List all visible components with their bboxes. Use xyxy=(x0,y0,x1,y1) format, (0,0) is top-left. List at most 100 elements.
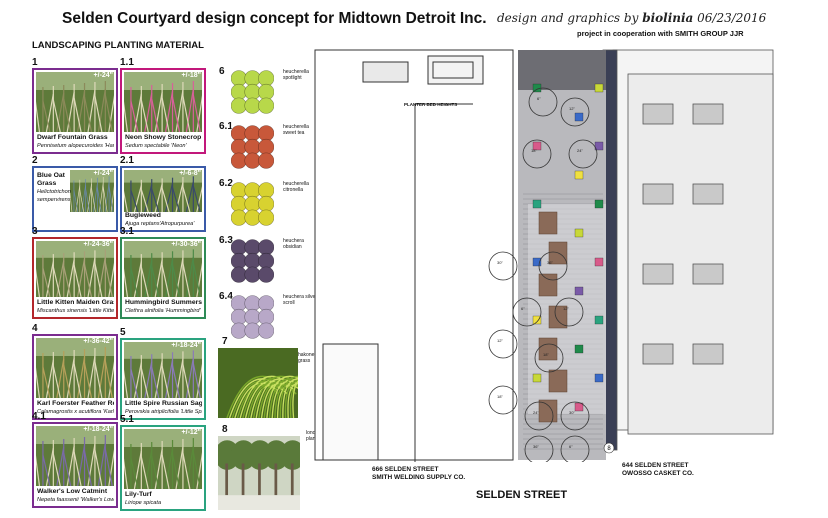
plant-number: 3 xyxy=(32,226,38,237)
plant-marker xyxy=(594,315,604,325)
plant-height: +/-18-24" xyxy=(171,342,201,349)
plant-number: 2 xyxy=(32,155,38,166)
plant-photo xyxy=(36,426,114,486)
page-title: Selden Courtyard design concept for Midt… xyxy=(62,10,487,27)
circle-height-label: 12" xyxy=(569,106,575,111)
heuchera-label: heuchera silver scroll xyxy=(283,294,317,306)
right-building xyxy=(602,49,774,451)
heuchera-label: heuchera obsidian xyxy=(283,238,304,250)
plant-marker xyxy=(532,315,542,325)
heuchera-photo xyxy=(231,239,274,283)
heuchera-number: 6 xyxy=(219,66,225,77)
planting-circle xyxy=(560,97,590,127)
heuchera-number: 6.2 xyxy=(219,178,233,189)
plant-height: +/-6-8" xyxy=(179,170,201,177)
planting-circle xyxy=(568,139,598,169)
heuchera-label: heucherella citronella xyxy=(283,181,309,193)
circle-height-label: 24" xyxy=(533,410,539,415)
address-left-company: SMITH WELDING SUPPLY CO. xyxy=(372,474,466,481)
plant-photo xyxy=(124,429,202,489)
plant-photo xyxy=(36,72,114,132)
plant-height: +/-24" xyxy=(93,170,113,177)
planting-circle xyxy=(560,435,590,462)
planter xyxy=(538,399,558,423)
circle-height-label: 18" xyxy=(543,352,549,357)
heuchera-label: heucherella spotlight xyxy=(283,69,309,81)
plant-photo xyxy=(124,241,202,297)
plant-number: 5.1 xyxy=(120,414,134,425)
heuchera-number: 6.3 xyxy=(219,235,233,246)
planting-circle xyxy=(538,251,568,281)
circle-height-label: 30" xyxy=(497,260,503,265)
plant-number: 3.1 xyxy=(120,226,134,237)
extra-number: 8 xyxy=(222,424,228,435)
plant-height: +/-24-36" xyxy=(83,241,113,248)
plant-height: +/-18" xyxy=(181,72,201,79)
planting-circle xyxy=(534,343,564,373)
planting-circle xyxy=(488,329,518,359)
planter-bed-label: PLANTER BED HEIGHTS xyxy=(404,102,458,107)
street-name: SELDEN STREET xyxy=(476,489,568,501)
plant-common-name: Lily-Turf xyxy=(125,491,152,498)
plant-species: Perovskia atriplicifolia 'Little Spire' xyxy=(125,409,202,415)
plant-card: +/-36-42"Karl Foerster Feather Reed Gras… xyxy=(32,334,118,420)
plant-photo xyxy=(124,342,202,398)
heuchera-label: heucherella sweet tea xyxy=(283,124,309,136)
plant-number: 1.1 xyxy=(120,57,134,68)
circle-height-label: 6" xyxy=(569,444,573,449)
heuchera-number: 6.4 xyxy=(219,291,233,302)
circle-height-label: 36" xyxy=(533,444,539,449)
plant-common-name: Little Spire Russian Sage xyxy=(125,400,202,407)
planting-circle xyxy=(488,251,518,281)
circle-height-label: 18" xyxy=(497,394,503,399)
plant-common-name: Neon Showy Stonecrop xyxy=(125,134,202,141)
circle-height-label: 18" xyxy=(531,148,537,153)
heuchera-number: 6.1 xyxy=(219,121,233,132)
plant-marker xyxy=(574,112,584,122)
extra-number: 7 xyxy=(222,336,228,347)
plant-number: 4 xyxy=(32,323,38,334)
planter xyxy=(548,369,568,393)
plant-species: Helictotrichon sempervirens xyxy=(37,189,71,203)
plant-species: Pennisetum alopecuroides 'Hameln' xyxy=(37,143,114,149)
credit-prefix: design and graphics by xyxy=(497,11,639,25)
plan-marker-number: 8 xyxy=(607,446,611,452)
section-title: LANDSCAPING PLANTING MATERIAL xyxy=(32,40,204,51)
address-right-company: OWOSSO CASKET CO. xyxy=(622,470,694,477)
plant-photo xyxy=(36,241,114,297)
circle-height-label: 12" xyxy=(563,306,569,311)
plant-marker xyxy=(594,257,604,267)
heuchera-photo xyxy=(231,182,274,226)
planting-circle xyxy=(554,297,584,327)
plant-species: Calamagrostis x acutiflora 'Karl Foerste… xyxy=(37,409,114,415)
plant-height: +/-12" xyxy=(181,429,201,436)
plant-height: +/-24" xyxy=(93,72,113,79)
plant-marker xyxy=(594,141,604,151)
plant-photo xyxy=(36,338,114,398)
planter xyxy=(548,305,568,329)
plant-marker xyxy=(574,286,584,296)
address-left-street: 666 SELDEN STREET xyxy=(372,466,439,473)
plant-marker xyxy=(532,199,542,209)
circle-height-label: 30" xyxy=(569,410,575,415)
address-right-street: 644 SELDEN STREET xyxy=(622,462,689,469)
plant-species: Miscanthus sinensis 'Little Kitten' xyxy=(37,308,114,314)
plant-number: 2.1 xyxy=(120,155,134,166)
planting-circle xyxy=(512,297,542,327)
plant-photo xyxy=(70,170,114,212)
address-right: 644 SELDEN STREET OWOSSO CASKET CO. xyxy=(622,462,694,478)
plant-caption: Hummingbird SummersweetClethra alnifolia… xyxy=(125,299,202,315)
